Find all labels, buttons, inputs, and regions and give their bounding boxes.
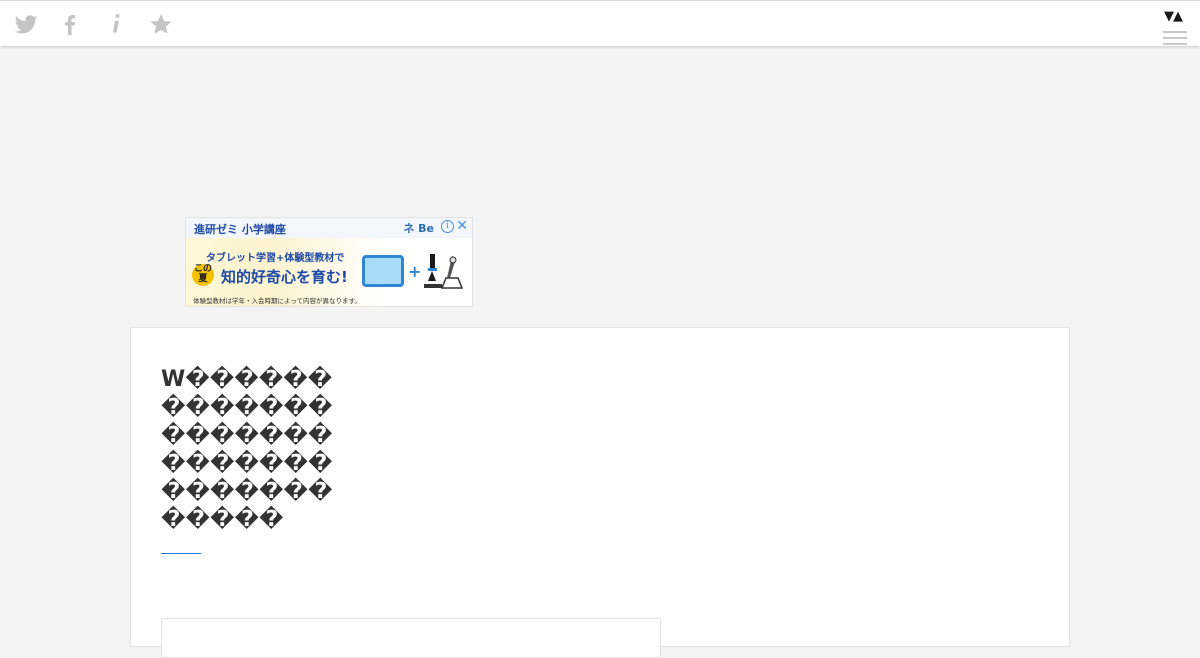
content-box <box>161 618 661 658</box>
ad-header: 進研ゼミ 小学講座 ネ Be i ✕ <box>186 218 472 239</box>
ad-logo: ネ Be <box>403 222 434 235</box>
ad-tagline: タブレット学習+体験型教材で <box>206 253 345 264</box>
ad-plus: + <box>408 262 422 281</box>
ad-badge-bottom: 夏 <box>198 274 208 284</box>
twitter-icon[interactable] <box>12 11 40 39</box>
facebook-icon[interactable] <box>56 11 84 39</box>
hamburger-icon[interactable] <box>1163 31 1187 47</box>
microscope-icon <box>422 250 468 300</box>
sort-toggle[interactable]: ▼▲ <box>1164 9 1183 24</box>
tablet-icon <box>362 255 404 287</box>
ad-close-icon[interactable]: ✕ <box>456 218 468 234</box>
ad-badge-top: この <box>193 264 212 274</box>
ad-note: 体験型教材は学年・入会時期によって内容が異なります。 <box>193 297 361 305</box>
top-bar: ▼▲ <box>0 0 1200 46</box>
ad-headline: 知的好奇心を育む! <box>221 268 348 286</box>
info-icon[interactable] <box>102 11 130 39</box>
star-icon[interactable] <box>147 11 175 39</box>
ad-badge: この 夏 <box>192 264 214 286</box>
ad-brand: 進研ゼミ 小学講座 <box>194 223 286 236</box>
advertisement-banner[interactable]: 進研ゼミ 小学講座 ネ Be i ✕ タブレット学習+体験型教材で この 夏 知… <box>185 217 473 307</box>
page-title: W������ ������� ������� ������� ������� … <box>161 367 333 532</box>
title-underline <box>161 553 201 554</box>
ad-body[interactable]: タブレット学習+体験型教材で この 夏 知的好奇心を育む! + 体験型教材は学年… <box>186 238 472 306</box>
ad-info-icon[interactable]: i <box>441 220 454 233</box>
article-card: W������ ������� ������� ������� ������� … <box>130 327 1070 658</box>
